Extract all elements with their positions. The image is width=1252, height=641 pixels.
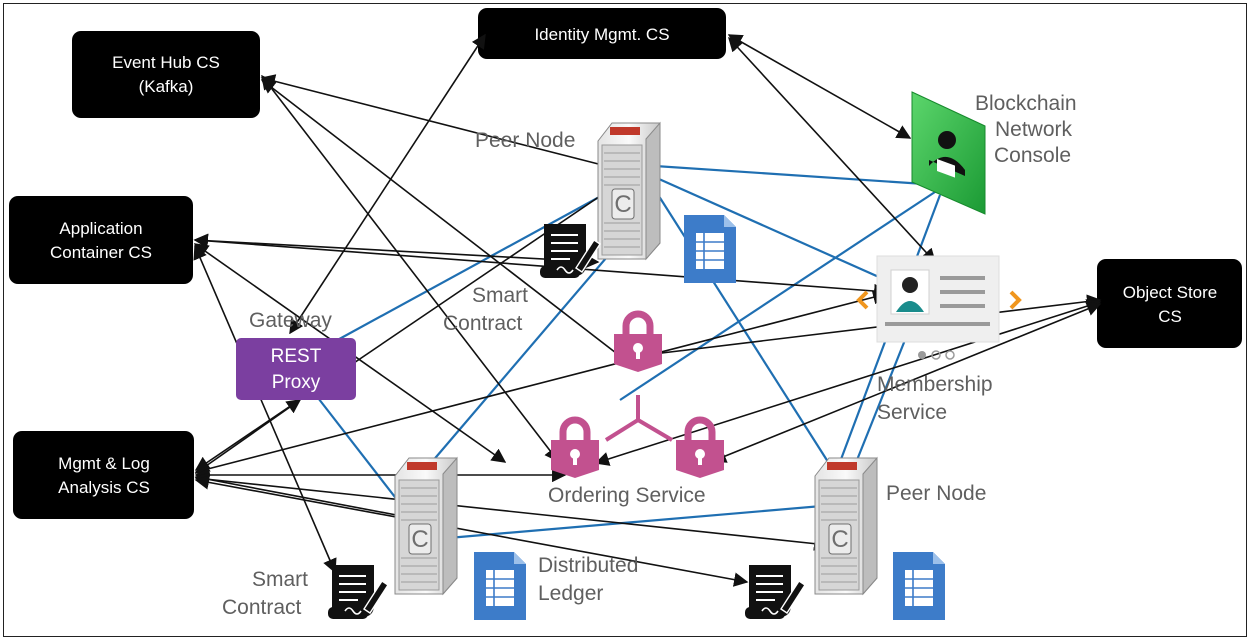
smart-contract-bottom-label-line2: Contract — [222, 596, 302, 619]
membership-card-icon — [856, 255, 1022, 360]
event-hub-label-line2: (Kafka) — [139, 77, 194, 96]
identity-mgmt-box: Identity Mgmt. CS — [478, 8, 726, 59]
smart-contract-bottom-icon — [327, 564, 389, 620]
application-container-box: Application Container CS — [9, 196, 193, 284]
mgmt-log-analysis-box: Mgmt & Log Analysis CS — [13, 431, 194, 519]
console-icon — [911, 91, 986, 215]
ledger-label-line1: Distributed — [538, 554, 638, 577]
ledger-bottom-icon — [473, 551, 527, 621]
gateway-label: Gateway — [249, 309, 332, 332]
console-label-line3: Console — [994, 144, 1071, 167]
peer-node-right-label: Peer Node — [886, 482, 986, 505]
peer-node-right-server-icon — [814, 457, 878, 595]
rest-proxy-label-line2: Proxy — [272, 372, 321, 393]
ledger-top-icon — [683, 214, 737, 284]
ordering-lock-top-icon — [614, 314, 662, 372]
ledger-label-line2: Ledger — [538, 582, 603, 605]
console-label-line1: Blockchain — [975, 92, 1077, 115]
event-hub-label-line1: Event Hub CS — [112, 53, 220, 72]
object-store-box: Object Store CS — [1097, 259, 1242, 348]
peer-node-top-label: Peer Node — [475, 129, 575, 152]
ordering-links — [604, 395, 674, 442]
app-container-label-line1: Application — [59, 219, 142, 238]
mgmt-log-label-line1: Mgmt & Log — [58, 454, 150, 473]
object-store-label-line1: Object Store — [1123, 283, 1218, 302]
membership-label-line2: Service — [877, 401, 947, 424]
rest-proxy-label-line1: REST — [271, 346, 322, 367]
arrow-connections — [193, 33, 1102, 587]
peer-node-bottom-server-icon — [394, 457, 458, 595]
peer-node-top-server-icon — [597, 122, 661, 260]
app-container-label-line2: Container CS — [50, 243, 152, 262]
ordering-lock-left-icon — [551, 420, 599, 478]
mgmt-log-label-line2: Analysis CS — [58, 478, 150, 497]
event-hub-box: Event Hub CS (Kafka) — [72, 31, 260, 118]
diagram-frame — [3, 3, 1247, 637]
smart-contract-top-label-line2: Contract — [443, 312, 523, 335]
object-store-label-line2: CS — [1158, 307, 1182, 326]
ledger-right-icon — [892, 551, 946, 621]
smart-contract-top-label-line1: Smart — [472, 284, 528, 307]
rest-proxy-box: REST Proxy — [236, 338, 356, 400]
membership-label-line1: Membership — [877, 373, 993, 396]
identity-mgmt-label: Identity Mgmt. CS — [534, 25, 669, 44]
ordering-lock-right-icon — [676, 420, 724, 478]
smart-contract-right-icon — [744, 564, 806, 620]
smart-contract-bottom-label-line1: Smart — [252, 568, 308, 591]
ordering-service-label: Ordering Service — [548, 484, 706, 507]
console-label-line2: Network — [995, 118, 1073, 141]
